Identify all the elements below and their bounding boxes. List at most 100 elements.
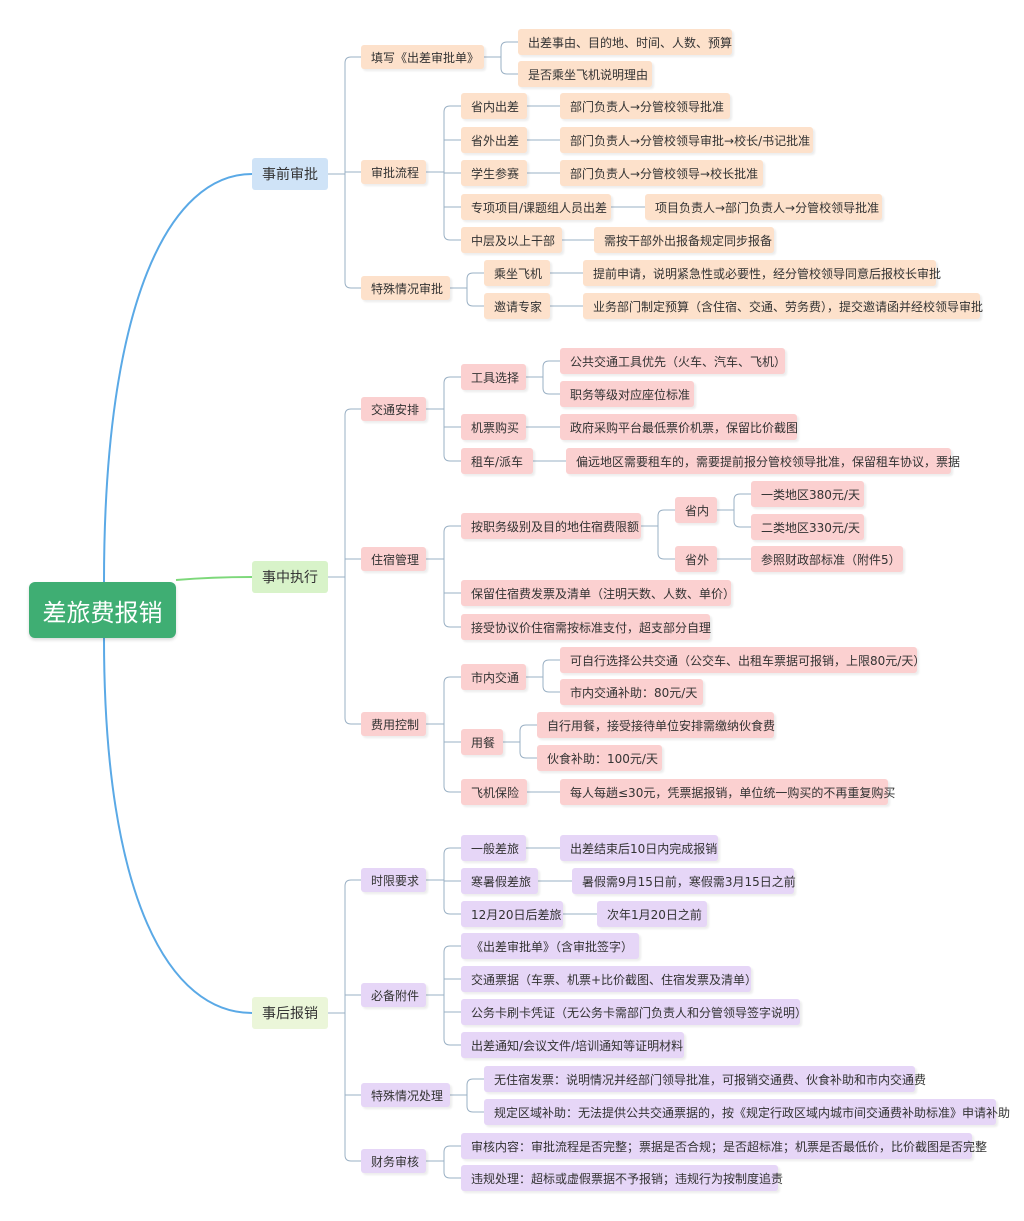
leaf-cost-insurance[interactable]: 每人每趟≤30元，凭票据报销，单位统一购买的不再重复购买 xyxy=(560,779,895,805)
leaf-cost-meal-item1[interactable]: 自行用餐，接受接待单位安排需缴纳伙食费 xyxy=(537,712,775,738)
leaf-fill-form-item1[interactable]: 出差事由、目的地、时间、人数、预算 xyxy=(518,29,732,55)
leaf-attach-approval-form[interactable]: 《出差审批单》（含审批签字） xyxy=(461,933,639,959)
node-time-limit[interactable]: 时限要求 xyxy=(361,868,426,892)
node-cost-city[interactable]: 市内交通 xyxy=(461,664,526,690)
b2-meal-edge-1 xyxy=(519,742,537,759)
leaf-special-flight[interactable]: 提前申请，说明紧急性或必要性，经分管校领导同意后报校长审批 xyxy=(583,260,941,286)
leaf-flow-out-province[interactable]: 部门负责人→分管校领导审批→校长/书记批准 xyxy=(560,127,813,153)
leaf-time-general[interactable]: 出差结束后10日内完成报销 xyxy=(560,835,718,861)
leaf-cost-city-item2[interactable]: 市内交通补助：80元/天 xyxy=(560,679,703,705)
node-approval-flow[interactable]: 审批流程 xyxy=(361,160,426,184)
edge-root-exec xyxy=(175,576,253,581)
node-fill-form[interactable]: 填写《出差审批单》 xyxy=(361,45,484,69)
leaf-fill-form-item2[interactable]: 是否乘坐飞机说明理由 xyxy=(518,61,652,87)
leaf-flow-student[interactable]: 部门负责人→分管校领导→校长批准 xyxy=(560,160,763,186)
node-transport-tool[interactable]: 工具选择 xyxy=(461,364,526,390)
node-lodging-limit[interactable]: 按职务级别及目的地住宿费限额 xyxy=(461,513,641,539)
node-transport-rent[interactable]: 租车/派车 xyxy=(461,448,533,474)
leaf-attach-notice[interactable]: 出差通知/会议文件/培训通知等证明材料 xyxy=(461,1032,684,1058)
node-cost-meal[interactable]: 用餐 xyxy=(461,729,503,755)
b3-attach-edge-0 xyxy=(443,945,461,995)
b2-tool-edge-0 xyxy=(542,360,560,377)
leaf-cost-city-item1[interactable]: 可自行选择公共交通（公交车、出租车票据可报销，上限80元/天） xyxy=(560,647,925,673)
node-lodging-in-province[interactable]: 省内 xyxy=(675,497,717,523)
b2-city-edge-0 xyxy=(542,659,560,677)
leaf-time-december[interactable]: 次年1月20日之前 xyxy=(597,901,707,927)
b1-flow-edge-0 xyxy=(443,105,461,172)
leaf-cost-meal-item2[interactable]: 伙食补助：100元/天 xyxy=(537,745,662,771)
b2-inprov-edge-1 xyxy=(733,510,751,528)
b3-time-edge-0 xyxy=(443,847,461,880)
b2-transport-edge-2 xyxy=(443,409,461,462)
node-cost-control[interactable]: 费用控制 xyxy=(361,712,426,736)
b2-inprov-edge-0 xyxy=(733,493,751,510)
edge-root-post xyxy=(103,637,253,1014)
leaf-audit-violation[interactable]: 违规处理：超标或虚假票据不予报销；违规行为按制度追责 xyxy=(461,1165,783,1191)
edge-root-pre xyxy=(103,173,253,583)
branch-execution[interactable]: 事中执行 xyxy=(252,561,328,593)
branch-pre-approval[interactable]: 事前审批 xyxy=(252,158,328,190)
leaf-lodging-out-standard[interactable]: 参照财政部标准（附件5） xyxy=(751,546,903,572)
node-special-approval[interactable]: 特殊情况审批 xyxy=(361,276,450,300)
b2-tool-edge-1 xyxy=(542,377,560,395)
b3-edge-3 xyxy=(344,1013,361,1162)
leaf-lodging-accept-rate[interactable]: 接受协议价住宿需按标准支付，超支部分自理 xyxy=(461,614,711,640)
node-special-handling[interactable]: 特殊情况处理 xyxy=(361,1083,450,1107)
node-finance-audit[interactable]: 财务审核 xyxy=(361,1149,426,1173)
node-time-general[interactable]: 一般差旅 xyxy=(461,835,526,861)
leaf-attach-tickets[interactable]: 交通票据（车票、机票+比价截图、住宿发票及清单） xyxy=(461,966,757,992)
b1-flow-edge-4 xyxy=(443,172,461,241)
leaf-audit-content[interactable]: 审核内容：审批流程是否完整；票据是否合规；是否超标准；机票是否最低价，比价截图是… xyxy=(461,1133,987,1159)
leaf-lodging-class1[interactable]: 一类地区380元/天 xyxy=(751,481,864,507)
node-lodging-out-province[interactable]: 省外 xyxy=(675,546,717,572)
leaf-lodging-keep-invoice[interactable]: 保留住宿费发票及清单（注明天数、人数、单价） xyxy=(461,580,735,606)
b1-edge-2 xyxy=(344,174,361,289)
node-time-december[interactable]: 12月20日后差旅 xyxy=(461,901,563,927)
b3-attach-edge-3 xyxy=(443,995,461,1046)
leaf-time-vacation[interactable]: 暑假需9月15日前，寒假需3月15日之前 xyxy=(572,868,796,894)
node-transport-ticket[interactable]: 机票购买 xyxy=(461,414,526,440)
b2-cost-edge-2 xyxy=(443,724,461,793)
b1-fill-edge-0 xyxy=(500,41,518,57)
node-cost-insurance[interactable]: 飞机保险 xyxy=(461,779,527,805)
node-flow-student[interactable]: 学生参赛 xyxy=(461,160,527,186)
b2-lodging-edge-0 xyxy=(443,525,461,559)
leaf-transport-ticket[interactable]: 政府采购平台最低票价机票，保留比价截图 xyxy=(560,414,798,440)
node-flow-cadre[interactable]: 中层及以上干部 xyxy=(461,227,562,253)
leaf-flow-project[interactable]: 项目负责人→部门负责人→分管校领导批准 xyxy=(645,194,882,220)
node-flow-out-province[interactable]: 省外出差 xyxy=(461,127,527,153)
root-topic[interactable]: 差旅费报销 xyxy=(29,582,176,638)
leaf-transport-tool-item1[interactable]: 公共交通工具优先（火车、汽车、飞机） xyxy=(560,348,786,374)
b2-edge-2 xyxy=(344,577,361,725)
b2-cost-edge-0 xyxy=(443,676,461,724)
leaf-special-no-invoice[interactable]: 无住宿发票：说明情况并经部门领导批准，可报销交通费、伙食补助和市内交通费 xyxy=(484,1066,926,1092)
leaf-transport-rent[interactable]: 偏远地区需要租车的，需要提前报分管校领导批准，保留租车协议，票据 xyxy=(566,448,960,474)
b2-limit-edge-1 xyxy=(657,526,675,560)
branch-post-reimbursement[interactable]: 事后报销 xyxy=(252,997,328,1029)
b2-city-edge-1 xyxy=(542,677,560,693)
node-special-flight[interactable]: 乘坐飞机 xyxy=(484,260,550,286)
node-transport[interactable]: 交通安排 xyxy=(361,397,426,421)
node-flow-in-province[interactable]: 省内出差 xyxy=(461,93,527,119)
b3-edge-0 xyxy=(344,879,361,1013)
node-time-vacation[interactable]: 寒暑假差旅 xyxy=(461,868,538,894)
node-attachments[interactable]: 必备附件 xyxy=(361,983,426,1007)
b2-lodging-edge-2 xyxy=(443,559,461,628)
b2-limit-edge-0 xyxy=(657,509,675,526)
leaf-special-region-subsidy[interactable]: 规定区域补助：无法提供公共交通票据的，按《规定行政区域内城市间交通费补助标准》申… xyxy=(484,1099,1010,1125)
node-flow-project[interactable]: 专项项目/课题组人员出差 xyxy=(461,194,611,220)
leaf-flow-cadre[interactable]: 需按干部外出报备规定同步报备 xyxy=(594,227,774,253)
leaf-special-expert[interactable]: 业务部门制定预算（含住宿、交通、劳务费），提交邀请函并经校领导审批 xyxy=(583,293,983,319)
b3-audit-edge-0 xyxy=(443,1145,461,1161)
leaf-transport-tool-item2[interactable]: 职务等级对应座位标准 xyxy=(560,381,694,407)
node-lodging[interactable]: 住宿管理 xyxy=(361,547,426,571)
leaf-attach-card-voucher[interactable]: 公务卡刷卡凭证（无公务卡需部门负责人和分管领导签字说明） xyxy=(461,999,807,1025)
leaf-flow-in-province[interactable]: 部门负责人→分管校领导批准 xyxy=(560,93,730,119)
b3-audit-edge-1 xyxy=(443,1161,461,1179)
leaf-lodging-class2[interactable]: 二类地区330元/天 xyxy=(751,514,864,540)
b2-edge-0 xyxy=(344,408,361,577)
node-special-expert[interactable]: 邀请专家 xyxy=(484,293,550,319)
b3-special-edge-1 xyxy=(466,1095,484,1113)
